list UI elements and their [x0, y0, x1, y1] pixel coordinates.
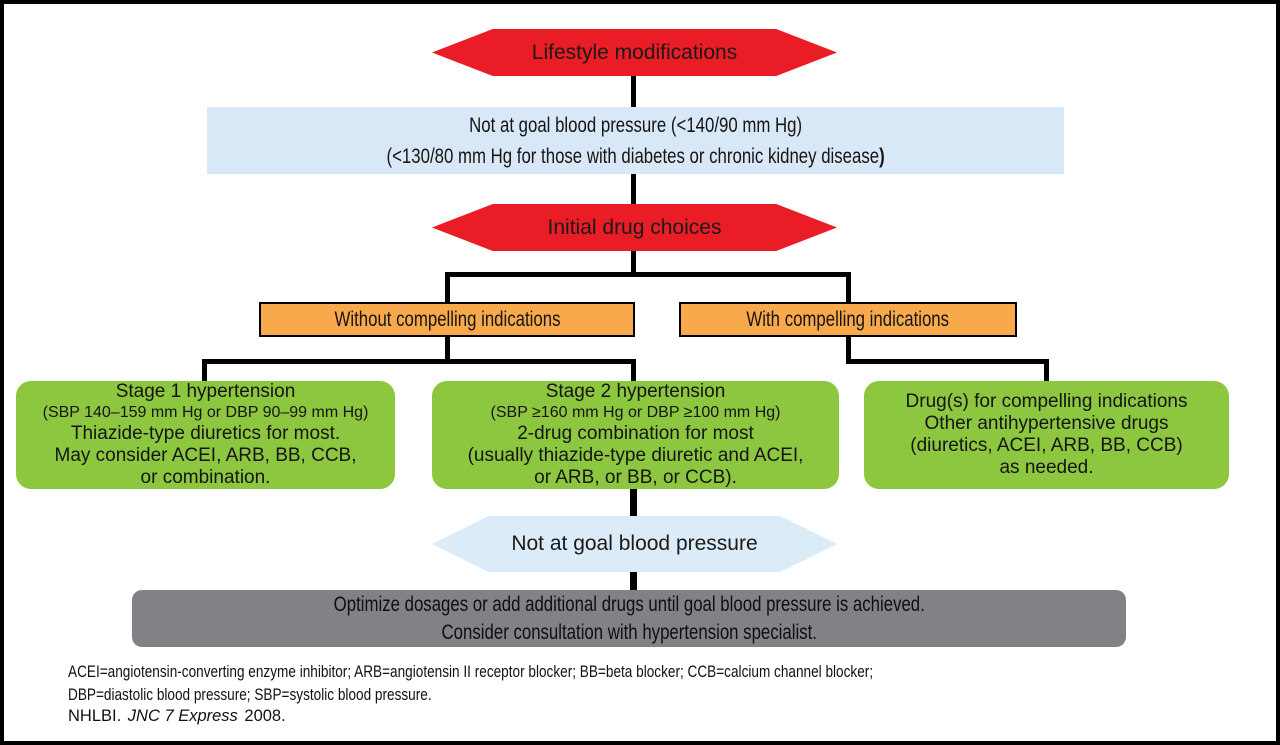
not-at-goal-bp-box: Not at goal blood pressure (<140/90 mm H…	[207, 107, 1064, 174]
source-title: JNC 7 Express	[127, 707, 238, 725]
lifestyle-modifications-label: Lifestyle modifications	[531, 40, 738, 64]
stage1-bp-range: (SBP 140–159 mm Hg or DBP 90–99 mm Hg)	[42, 404, 369, 421]
optimize-dosages-box: Optimize dosages or add additional drugs…	[132, 590, 1126, 647]
source-year: 2008.	[244, 707, 286, 725]
source-prefix: NHLBI.	[68, 707, 122, 725]
abbreviations-line1: ACEI=angiotensin-converting enzyme inhib…	[68, 662, 874, 681]
not-at-goal-line1: Not at goal blood pressure (<140/90 mm H…	[469, 113, 802, 137]
without-compelling-label: Without compelling indications	[334, 308, 560, 331]
stage2-hypertension-box: Stage 2 hypertension (SBP ≥160 mm Hg or …	[432, 381, 839, 489]
abbreviations-footnote: ACEI=angiotensin-converting enzyme inhib…	[68, 660, 1074, 706]
compelling-line: as needed.	[999, 457, 1094, 478]
optimize-line: Consider consultation with hypertension …	[441, 620, 817, 644]
connector-line	[445, 336, 450, 361]
compelling-indications-drugs-box: Drug(s) for compelling indications Other…	[864, 381, 1229, 489]
bold-close-paren: )	[879, 144, 885, 168]
lifestyle-modifications-hexagon: Lifestyle modifications	[432, 29, 837, 76]
with-compelling-label: With compelling indications	[746, 308, 950, 331]
compelling-line: Drug(s) for compelling indications	[905, 391, 1188, 412]
stage1-line: or combination.	[140, 467, 271, 488]
with-compelling-indications-box: With compelling indications	[679, 302, 1017, 337]
stage2-line: or ARB, or BB, or CCB).	[534, 467, 737, 488]
stage2-title: Stage 2 hypertension	[545, 381, 726, 402]
abbreviations-line2: DBP=diastolic blood pressure; SBP=systol…	[68, 685, 432, 704]
stage1-line: May consider ACEI, ARB, BB, CCB,	[54, 445, 357, 466]
compelling-line: Other antihypertensive drugs	[924, 413, 1169, 434]
connector-line	[846, 359, 1049, 364]
not-at-goal-line2: (<130/80 mm Hg for those with diabetes o…	[386, 144, 885, 168]
connector-line	[445, 272, 450, 303]
stage1-title: Stage 1 hypertension	[115, 381, 296, 402]
connector-line	[846, 336, 851, 361]
stage1-line: Thiazide-type diuretics for most.	[70, 423, 341, 444]
not-at-goal-hexagon-label: Not at goal blood pressure	[511, 532, 758, 555]
connector-line	[1044, 359, 1049, 382]
connector-line	[631, 250, 636, 274]
optimize-line: Optimize dosages or add additional drugs…	[333, 592, 925, 616]
connector-line	[630, 488, 637, 518]
initial-drug-choices-hexagon: Initial drug choices	[432, 204, 837, 251]
connector-line	[630, 570, 637, 592]
connector-line	[631, 75, 636, 109]
source-citation: NHLBI. JNC 7 Express 2008.	[68, 707, 286, 726]
compelling-line: (diuretics, ACEI, ARB, BB, CCB)	[910, 435, 1183, 456]
connector-line	[846, 272, 851, 303]
connector-line	[202, 359, 636, 364]
stage1-hypertension-box: Stage 1 hypertension (SBP 140–159 mm Hg …	[16, 381, 395, 489]
connector-line	[631, 359, 636, 382]
connector-line	[202, 359, 207, 382]
not-at-goal-bp-hexagon: Not at goal blood pressure	[432, 516, 837, 572]
connector-line	[445, 272, 851, 277]
initial-drug-choices-label: Initial drug choices	[547, 215, 722, 239]
stage2-line: (usually thiazide-type diuretic and ACEI…	[467, 445, 804, 466]
without-compelling-indications-box: Without compelling indications	[259, 302, 635, 337]
connector-line	[631, 173, 636, 206]
stage2-bp-range: (SBP ≥160 mm Hg or DBP ≥100 mm Hg)	[490, 404, 781, 421]
stage2-line: 2-drug combination for most	[517, 423, 754, 444]
